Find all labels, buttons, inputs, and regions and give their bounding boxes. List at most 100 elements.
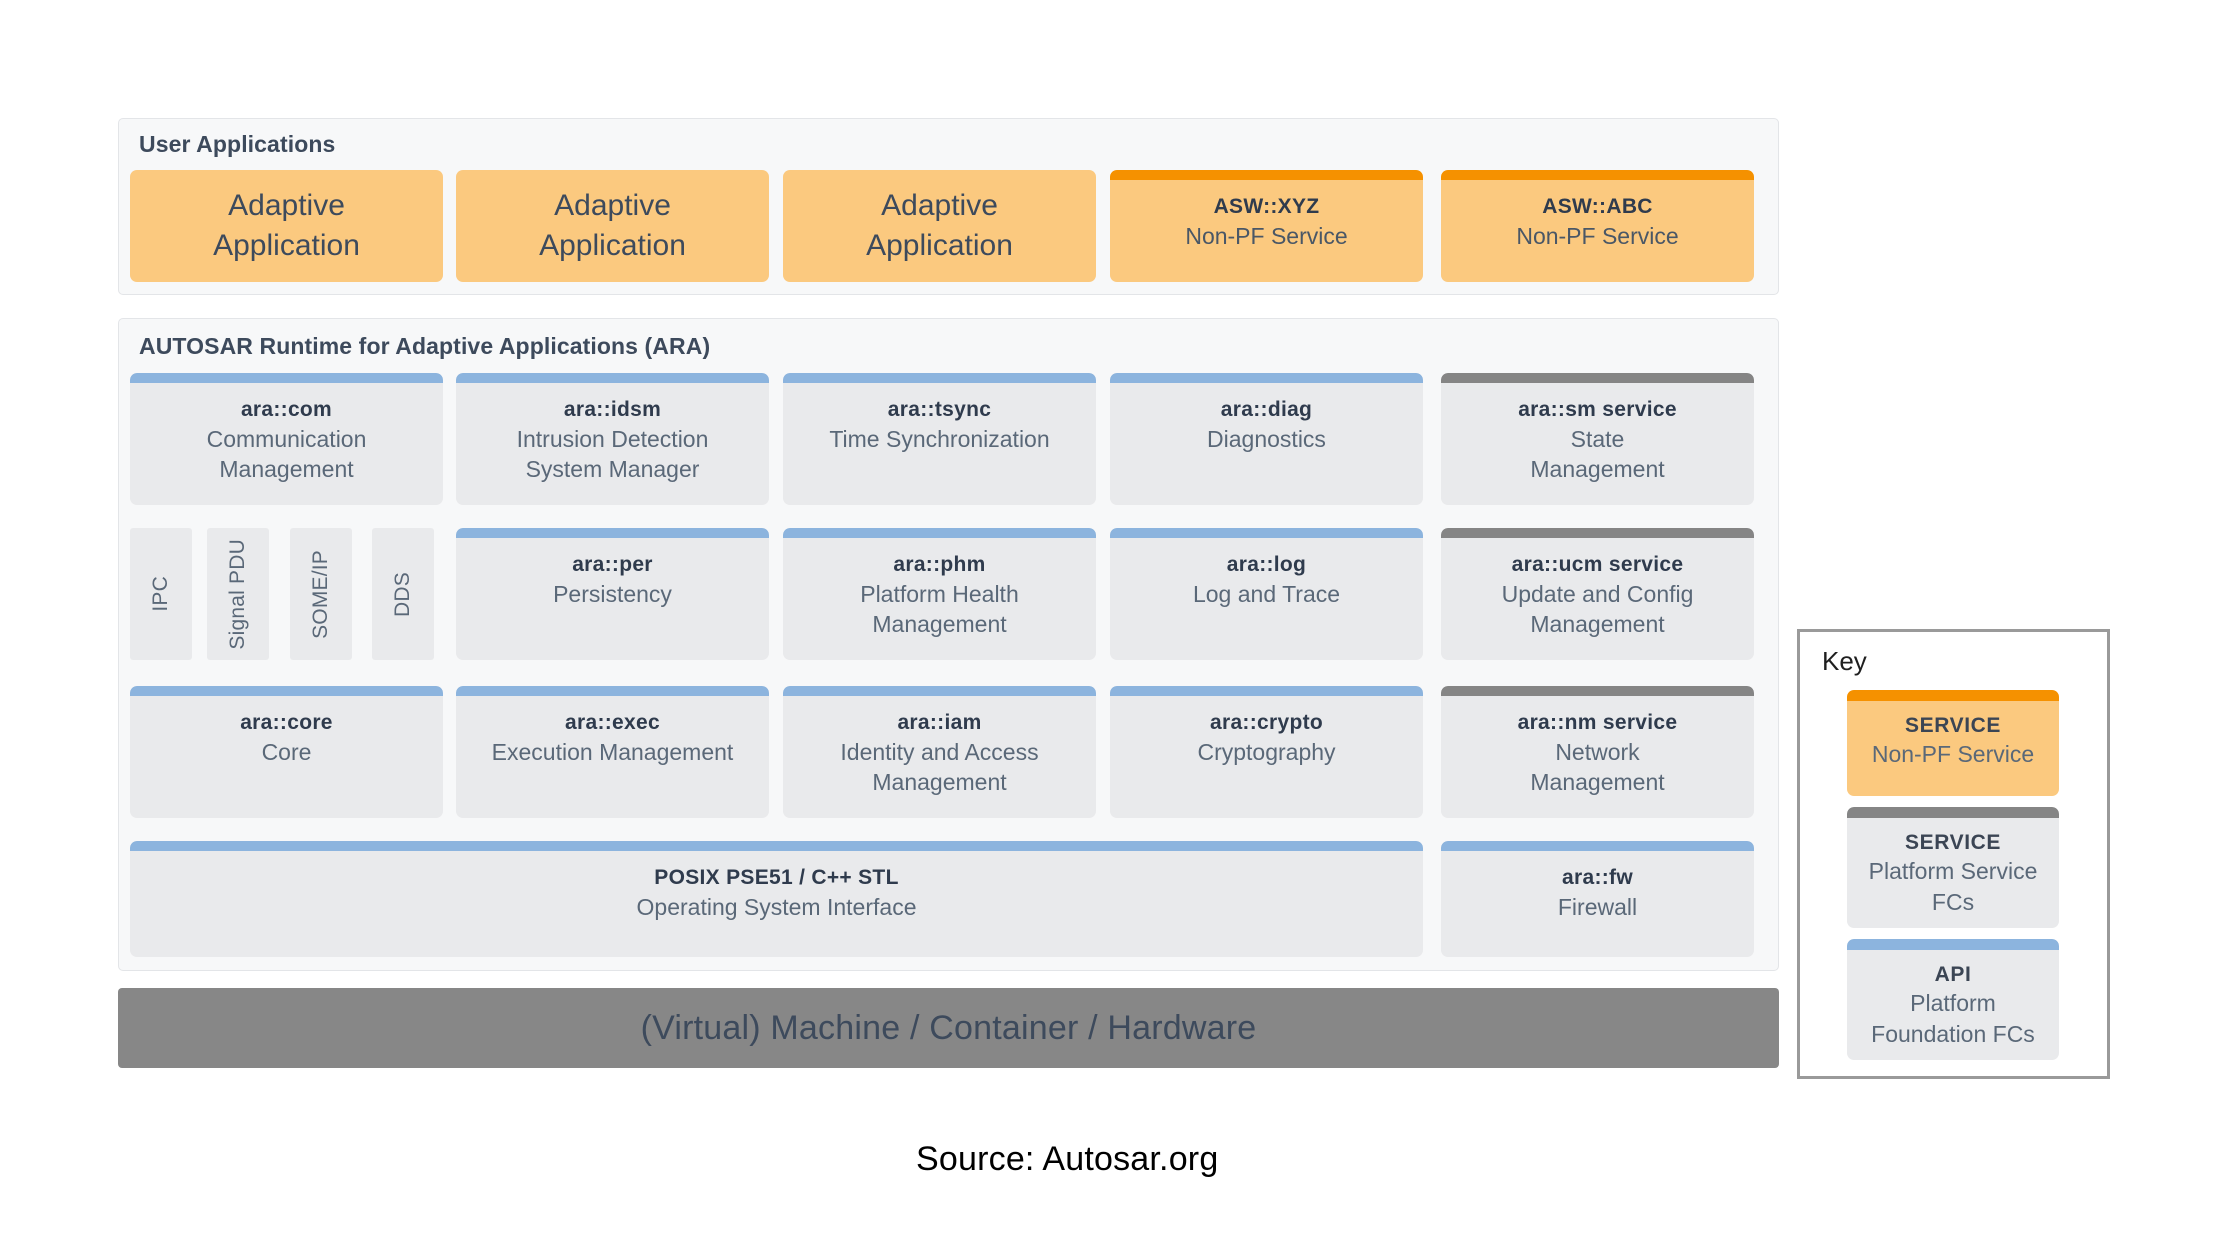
adaptive-application-card-1[interactable]: Adaptive Application <box>130 170 443 282</box>
fc-subtitle-line1-posix-os-interface: Operating System Interface <box>636 893 917 920</box>
adaptive-application-card-2[interactable]: Adaptive Application <box>456 170 769 282</box>
fc-title-ara-log: ara::log <box>1226 553 1307 576</box>
hardware-bar: (Virtual) Machine / Container / Hardware <box>118 988 1779 1068</box>
protocol-label-signal-pdu: Signal PDU <box>226 538 249 650</box>
fc-cap-service-ara-ucm <box>1441 528 1754 538</box>
adaptive-application-line2-1: Application <box>213 229 360 262</box>
fc-body-ara-core: ara::core Core <box>130 696 443 818</box>
fc-body-ara-iam: ara::iam Identity and Access Management <box>783 696 1096 818</box>
key-subtitle-nonpf-service: Non-PF Service <box>1871 741 2035 768</box>
adaptive-application-card-3[interactable]: Adaptive Application <box>783 170 1096 282</box>
key-subtitle-line2-platform-foundation-fcs: Foundation FCs <box>1871 1020 2035 1047</box>
fc-cap-service-ara-sm <box>1441 373 1754 383</box>
fc-title-ara-phm: ara::phm <box>893 553 986 576</box>
fc-subtitle-line1-ara-nm-service: Network <box>1555 738 1640 765</box>
fc-subtitle-line2-ara-phm: Management <box>872 611 1007 638</box>
fc-card-ara-log[interactable]: ara::log Log and Trace <box>1110 528 1423 660</box>
asw-xyz-body: ASW::XYZ Non-PF Service <box>1110 180 1423 282</box>
fc-card-ara-crypto[interactable]: ara::crypto Cryptography <box>1110 686 1423 818</box>
fc-cap-api-posix-os-interface <box>130 841 1423 851</box>
fc-subtitle-line2-ara-idsm: System Manager <box>525 456 700 483</box>
fc-title-ara-ucm-service: ara::ucm service <box>1511 553 1684 576</box>
fc-title-ara-crypto: ara::crypto <box>1210 711 1323 734</box>
protocol-strip-dds[interactable]: DDS <box>372 528 434 660</box>
adaptive-application-line2-3: Application <box>866 229 1013 262</box>
fc-card-ara-iam[interactable]: ara::iam Identity and Access Management <box>783 686 1096 818</box>
key-subtitle-line2-platform-service-fcs: FCs <box>1931 888 1975 915</box>
fc-card-ara-exec[interactable]: ara::exec Execution Management <box>456 686 769 818</box>
asw-xyz-cap-nonpf-service <box>1110 170 1423 180</box>
fc-card-posix-os-interface[interactable]: POSIX PSE51 / C++ STL Operating System I… <box>130 841 1423 957</box>
fc-title-ara-com: ara::com <box>240 398 333 421</box>
fc-body-ara-idsm: ara::idsm Intrusion Detection System Man… <box>456 383 769 505</box>
fc-subtitle-line1-ara-log: Log and Trace <box>1192 580 1341 607</box>
fc-card-ara-nm-service[interactable]: ara::nm service Network Management <box>1441 686 1754 818</box>
fc-cap-api-ara-per <box>456 528 769 538</box>
fc-cap-api-ara-idsm <box>456 373 769 383</box>
fc-subtitle-line1-ara-exec: Execution Management <box>491 738 734 765</box>
key-legend-title: Key <box>1822 646 1867 676</box>
fc-cap-api-ara-crypto <box>1110 686 1423 696</box>
hardware-bar-label: (Virtual) Machine / Container / Hardware <box>640 1008 1257 1047</box>
fc-card-ara-per[interactable]: ara::per Persistency <box>456 528 769 660</box>
adaptive-application-line1-2: Adaptive <box>554 189 671 223</box>
adaptive-application-line1-1: Adaptive <box>228 189 345 223</box>
fc-body-ara-per: ara::per Persistency <box>456 538 769 660</box>
fc-subtitle-line1-ara-idsm: Intrusion Detection <box>516 425 709 452</box>
fc-subtitle-line2-ara-iam: Management <box>872 769 1007 796</box>
fc-body-ara-exec: ara::exec Execution Management <box>456 696 769 818</box>
protocol-label-ipc: IPC <box>149 576 172 612</box>
key-cap-platform-foundation-fcs <box>1847 939 2059 950</box>
fc-body-ara-nm-service: ara::nm service Network Management <box>1441 696 1754 818</box>
fc-card-ara-ucm-service[interactable]: ara::ucm service Update and Config Manag… <box>1441 528 1754 660</box>
fc-cap-service-ara-nm <box>1441 686 1754 696</box>
fc-card-ara-diag[interactable]: ara::diag Diagnostics <box>1110 373 1423 505</box>
fc-card-ara-com[interactable]: ara::com Communication Management <box>130 373 443 505</box>
fc-card-ara-core[interactable]: ara::core Core <box>130 686 443 818</box>
fc-body-ara-tsync: ara::tsync Time Synchronization <box>783 383 1096 505</box>
fc-body-posix-os-interface: POSIX PSE51 / C++ STL Operating System I… <box>130 851 1423 957</box>
protocol-strip-someip[interactable]: SOME/IP <box>290 528 352 660</box>
key-body-nonpf-service: SERVICE Non-PF Service <box>1847 701 2059 796</box>
fc-cap-api-ara-com <box>130 373 443 383</box>
fc-card-ara-fw[interactable]: ara::fw Firewall <box>1441 841 1754 957</box>
fc-body-ara-crypto: ara::crypto Cryptography <box>1110 696 1423 818</box>
asw-abc-subtitle: Non-PF Service <box>1516 222 1679 249</box>
fc-card-ara-phm[interactable]: ara::phm Platform Health Management <box>783 528 1096 660</box>
fc-cap-api-ara-exec <box>456 686 769 696</box>
fc-body-ara-ucm-service: ara::ucm service Update and Config Manag… <box>1441 538 1754 660</box>
adaptive-application-body-2: Adaptive Application <box>456 170 769 282</box>
key-body-platform-service-fcs: SERVICE Platform Service FCs <box>1847 818 2059 928</box>
protocol-strip-ipc[interactable]: IPC <box>130 528 192 660</box>
fc-cap-api-ara-log <box>1110 528 1423 538</box>
fc-title-ara-diag: ara::diag <box>1220 398 1313 421</box>
fc-title-ara-tsync: ara::tsync <box>887 398 992 421</box>
fc-title-posix-os-interface: POSIX PSE51 / C++ STL <box>654 866 899 889</box>
fc-body-ara-log: ara::log Log and Trace <box>1110 538 1423 660</box>
adaptive-application-body-3: Adaptive Application <box>783 170 1096 282</box>
key-cap-nonpf-service <box>1847 690 2059 701</box>
fc-subtitle-line1-ara-tsync: Time Synchronization <box>829 425 1050 452</box>
fc-subtitle-line1-ara-sm-service: State <box>1570 425 1625 452</box>
protocol-label-someip: SOME/IP <box>309 549 332 639</box>
key-item-nonpf-service: SERVICE Non-PF Service <box>1847 690 2059 796</box>
user-applications-title: User Applications <box>139 131 336 157</box>
asw-xyz-card[interactable]: ASW::XYZ Non-PF Service <box>1110 170 1423 282</box>
asw-abc-card[interactable]: ASW::ABC Non-PF Service <box>1441 170 1754 282</box>
fc-title-ara-per: ara::per <box>572 553 653 576</box>
fc-card-ara-sm-service[interactable]: ara::sm service State Management <box>1441 373 1754 505</box>
fc-subtitle-line1-ara-crypto: Cryptography <box>1197 738 1336 765</box>
fc-title-ara-core: ara::core <box>240 711 333 734</box>
protocol-strip-signal-pdu[interactable]: Signal PDU <box>207 528 269 660</box>
fc-card-ara-idsm[interactable]: ara::idsm Intrusion Detection System Man… <box>456 373 769 505</box>
fc-cap-api-ara-diag <box>1110 373 1423 383</box>
fc-subtitle-line2-ara-ucm-service: Management <box>1530 611 1665 638</box>
fc-title-ara-fw: ara::fw <box>1562 866 1633 889</box>
adaptive-application-body-1: Adaptive Application <box>130 170 443 282</box>
asw-abc-title: ASW::ABC <box>1542 195 1653 218</box>
fc-title-ara-exec: ara::exec <box>565 711 660 734</box>
fc-title-ara-idsm: ara::idsm <box>563 398 662 421</box>
fc-card-ara-tsync[interactable]: ara::tsync Time Synchronization <box>783 373 1096 505</box>
fc-title-ara-sm-service: ara::sm service <box>1518 398 1677 421</box>
